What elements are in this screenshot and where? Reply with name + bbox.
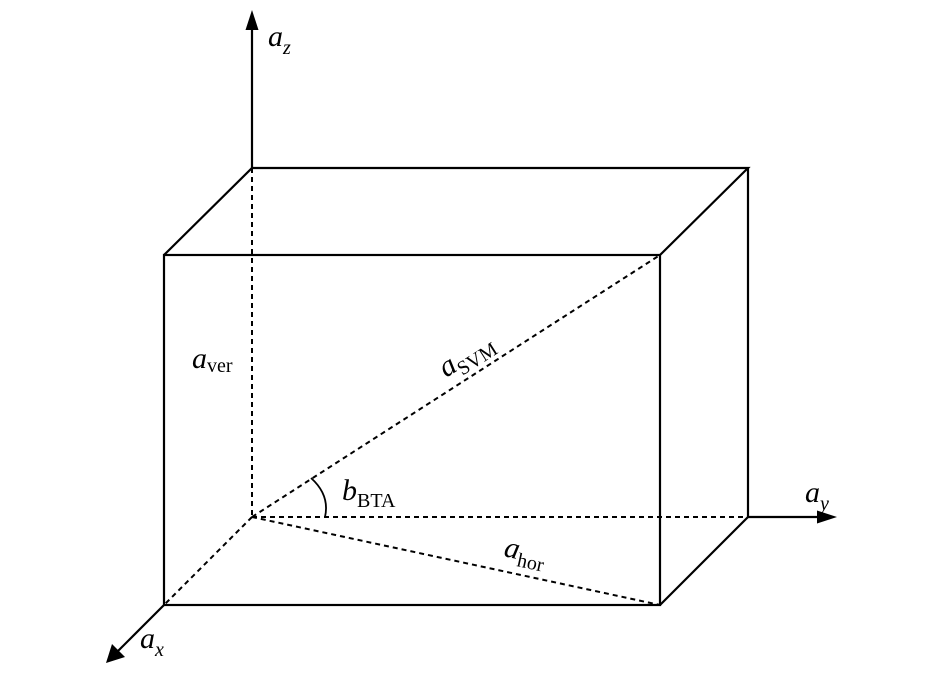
y-axis-arrowhead bbox=[817, 510, 837, 524]
box-top-face bbox=[163, 166, 751, 256]
x-axis-arrowhead bbox=[106, 644, 125, 663]
box-right-bottom-edge bbox=[659, 516, 749, 606]
bta-angle-arc bbox=[310, 477, 327, 518]
label-ay: ay bbox=[805, 476, 829, 515]
x-axis bbox=[116, 604, 165, 653]
label-az: az bbox=[268, 20, 291, 59]
svm-diagonal bbox=[251, 254, 661, 518]
label-asvm: aSVM bbox=[432, 325, 502, 389]
label-bbta: bBTA bbox=[342, 474, 396, 512]
hidden-bottom-left-edge bbox=[163, 516, 253, 606]
label-ahor: ahor bbox=[500, 531, 549, 577]
box-front-face bbox=[162, 253, 662, 607]
label-aver: aver bbox=[192, 342, 233, 377]
horizontal-diagonal bbox=[251, 516, 661, 606]
label-ax: ax bbox=[140, 622, 164, 661]
z-axis-arrowhead bbox=[245, 10, 259, 30]
